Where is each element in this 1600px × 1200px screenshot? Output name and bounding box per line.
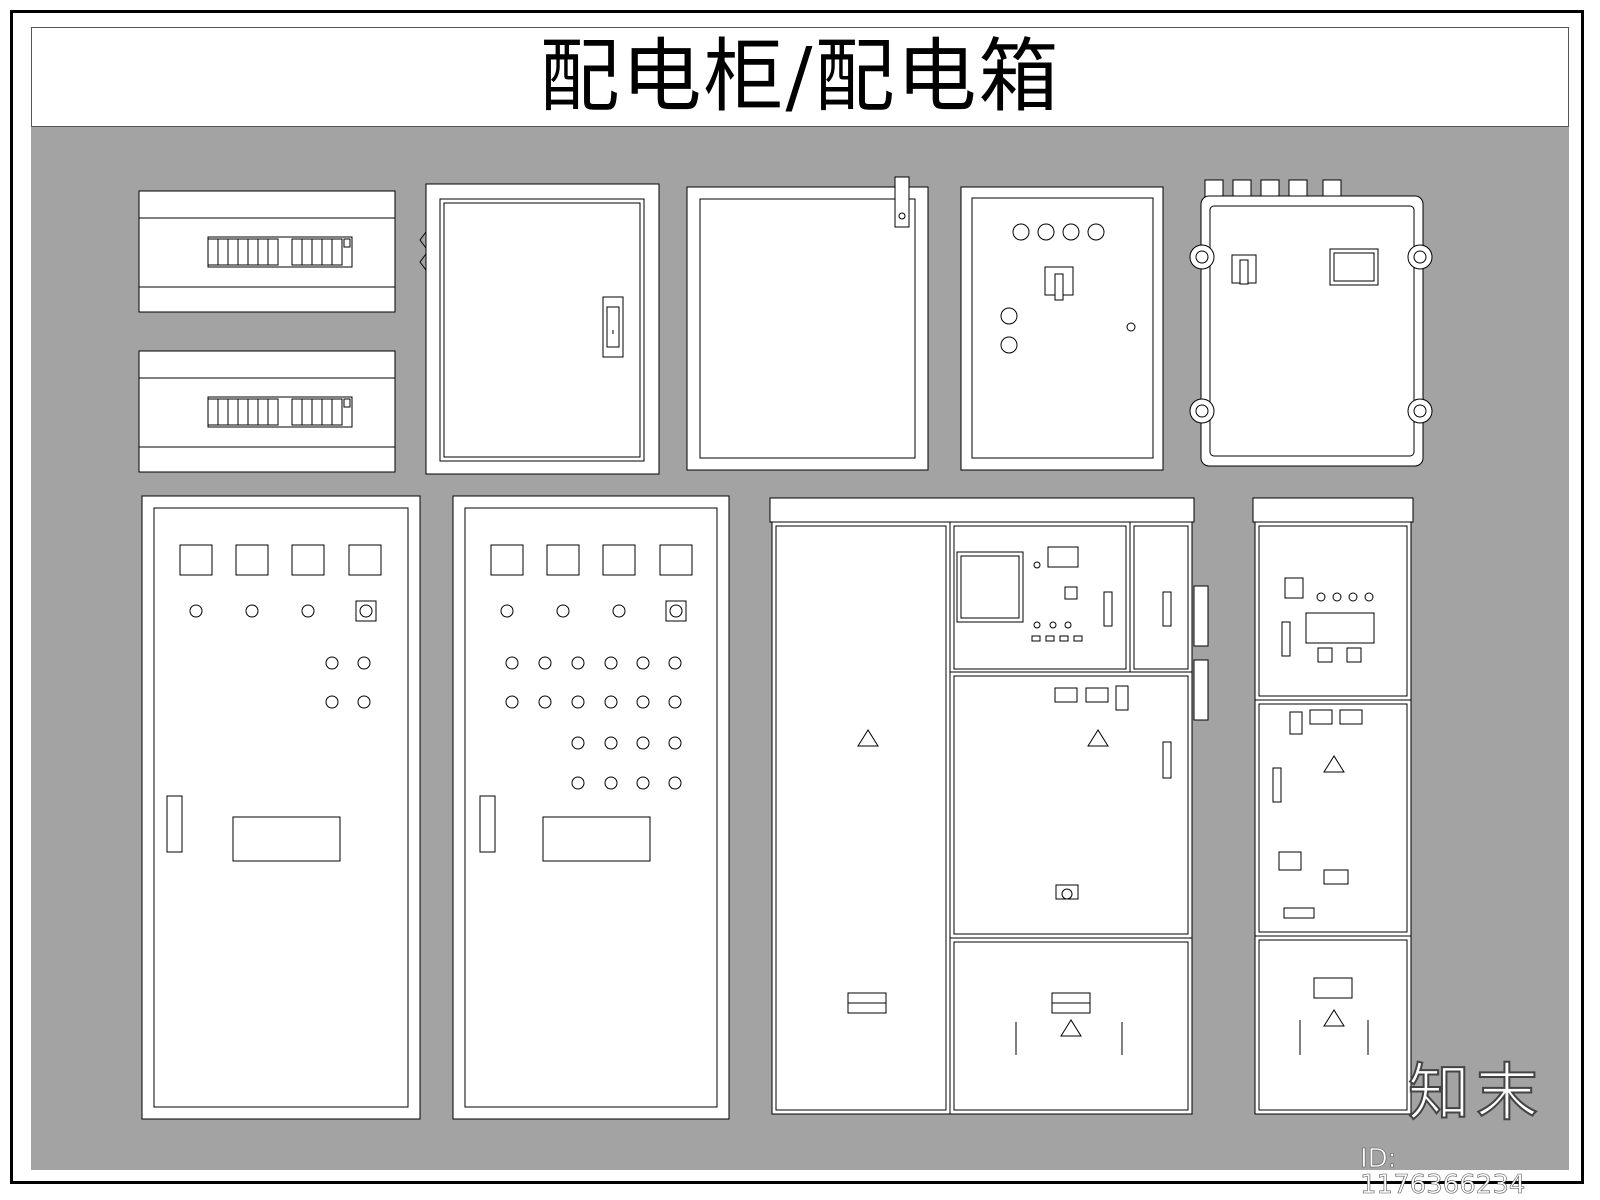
plain-enclosure-box <box>686 176 929 471</box>
page-title: 配电柜/配电箱 <box>539 30 1061 123</box>
drawing-canvas: 知末 ID: 1176366234 <box>31 127 1569 1198</box>
latch-handle-icon <box>894 176 910 228</box>
control-box-with-rotary-switch <box>960 186 1164 471</box>
title-bar: 配电柜/配电箱 <box>31 27 1569 127</box>
door-handle-icon <box>1162 591 1172 627</box>
door-handle-icon <box>1162 741 1172 779</box>
key-lock-icon <box>1126 322 1136 332</box>
switchgear-lineup <box>769 497 1209 1115</box>
handle-lock-icon <box>602 296 624 358</box>
breaker-row <box>207 398 351 426</box>
label-plate <box>232 816 341 862</box>
modular-distribution-box-1 <box>138 190 396 313</box>
terminal-block <box>1313 977 1353 999</box>
brand-logo-watermark: 知末 <box>1407 1056 1545 1129</box>
display-window <box>1329 248 1379 286</box>
door-handle-icon <box>1103 591 1113 627</box>
door-handle-icon <box>1272 767 1282 803</box>
door-handle-icon <box>1281 621 1291 657</box>
outer-frame <box>10 10 1584 1184</box>
breaker-row <box>207 238 351 266</box>
cabinet-drawings <box>138 176 1433 1120</box>
floor-cabinet-4-meters-many-lamps <box>452 495 730 1120</box>
waterproof-junction-box <box>1189 179 1433 467</box>
image-id-label: ID: 1176366234 <box>1360 1144 1526 1200</box>
door-handle-icon <box>479 795 496 853</box>
lockable-distribution-box <box>419 183 660 475</box>
narrow-switchgear <box>1252 497 1414 1115</box>
floor-cabinet-4-meters <box>141 495 421 1120</box>
label-plate <box>542 816 651 862</box>
door-handle-icon <box>166 795 183 853</box>
modular-distribution-box-2 <box>138 350 396 473</box>
